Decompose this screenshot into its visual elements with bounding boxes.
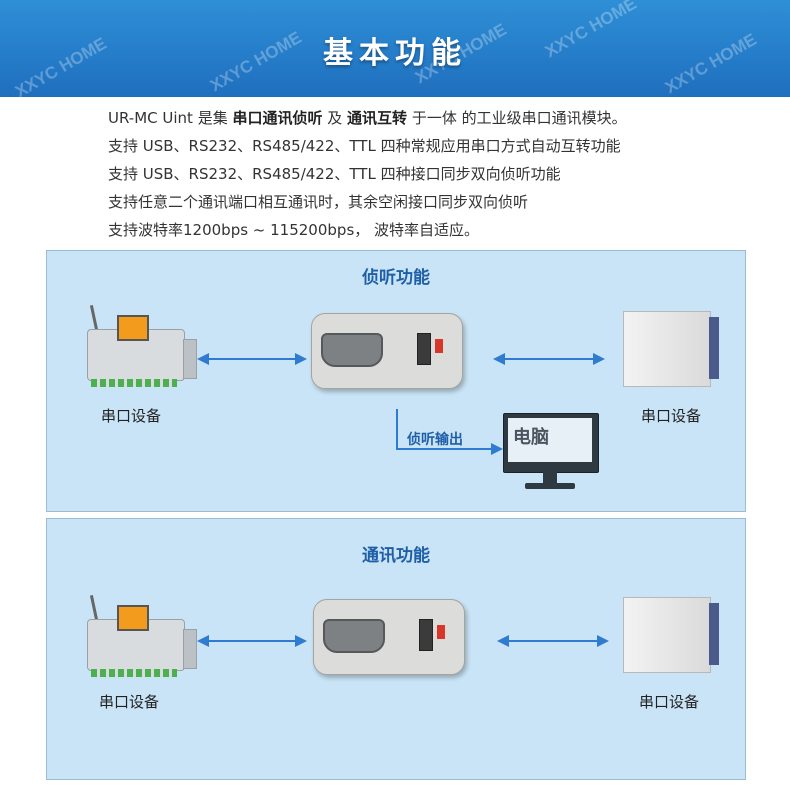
computer-monitor-icon: 电脑 <box>503 413 599 493</box>
device-label: 串口设备 <box>101 407 162 425</box>
device-label: 串口设备 <box>639 693 700 711</box>
panel-title: 侦听功能 <box>362 268 430 288</box>
panel-title: 通讯功能 <box>362 546 430 566</box>
listen-output-arrow-icon <box>396 409 503 455</box>
converter-module-icon <box>313 599 465 679</box>
server-device-icon <box>623 311 719 391</box>
bidirectional-arrow-icon <box>197 353 307 365</box>
server-device-icon <box>623 597 719 677</box>
device-label: 串口设备 <box>99 693 160 711</box>
header-banner: XXYC HOME XXYC HOME XXYC HOME XXYC HOME … <box>0 0 790 97</box>
converter-module-icon <box>311 313 463 393</box>
intro-line: 支持 USB、RS232、RS485/422、TTL 四种接口同步双向侦听功能 <box>108 165 561 183</box>
listen-output-label: 侦听输出 <box>407 432 463 448</box>
intro-line: 支持 USB、RS232、RS485/422、TTL 四种常规应用串口方式自动互… <box>108 137 621 155</box>
intro-line: UR-MC Uint 是集 串口通讯侦听 及 通讯互转 于一体 的工业级串口通讯… <box>108 109 627 127</box>
computer-label: 电脑 <box>513 427 549 448</box>
meter-device-icon <box>87 595 197 677</box>
page-title: 基本功能 <box>323 36 467 71</box>
communication-function-panel: 通讯功能 串口设备 串口设备 <box>46 518 746 780</box>
intro-text: UR-MC Uint 是集 串口通讯侦听 及 通讯互转 于一体 的工业级串口通讯… <box>108 104 758 244</box>
bidirectional-arrow-icon <box>497 635 609 647</box>
bidirectional-arrow-icon <box>197 635 307 647</box>
intro-line: 支持任意二个通讯端口相互通讯时，其余空闲接口同步双向侦听 <box>108 193 529 211</box>
meter-device-icon <box>87 305 197 387</box>
bidirectional-arrow-icon <box>493 353 605 365</box>
listen-function-panel: 侦听功能 串口设备 串口设备 侦听输出 电脑 <box>46 250 746 512</box>
intro-line: 支持波特率1200bps ~ 115200bps， 波特率自适应。 <box>108 221 480 239</box>
device-label: 串口设备 <box>641 407 702 425</box>
